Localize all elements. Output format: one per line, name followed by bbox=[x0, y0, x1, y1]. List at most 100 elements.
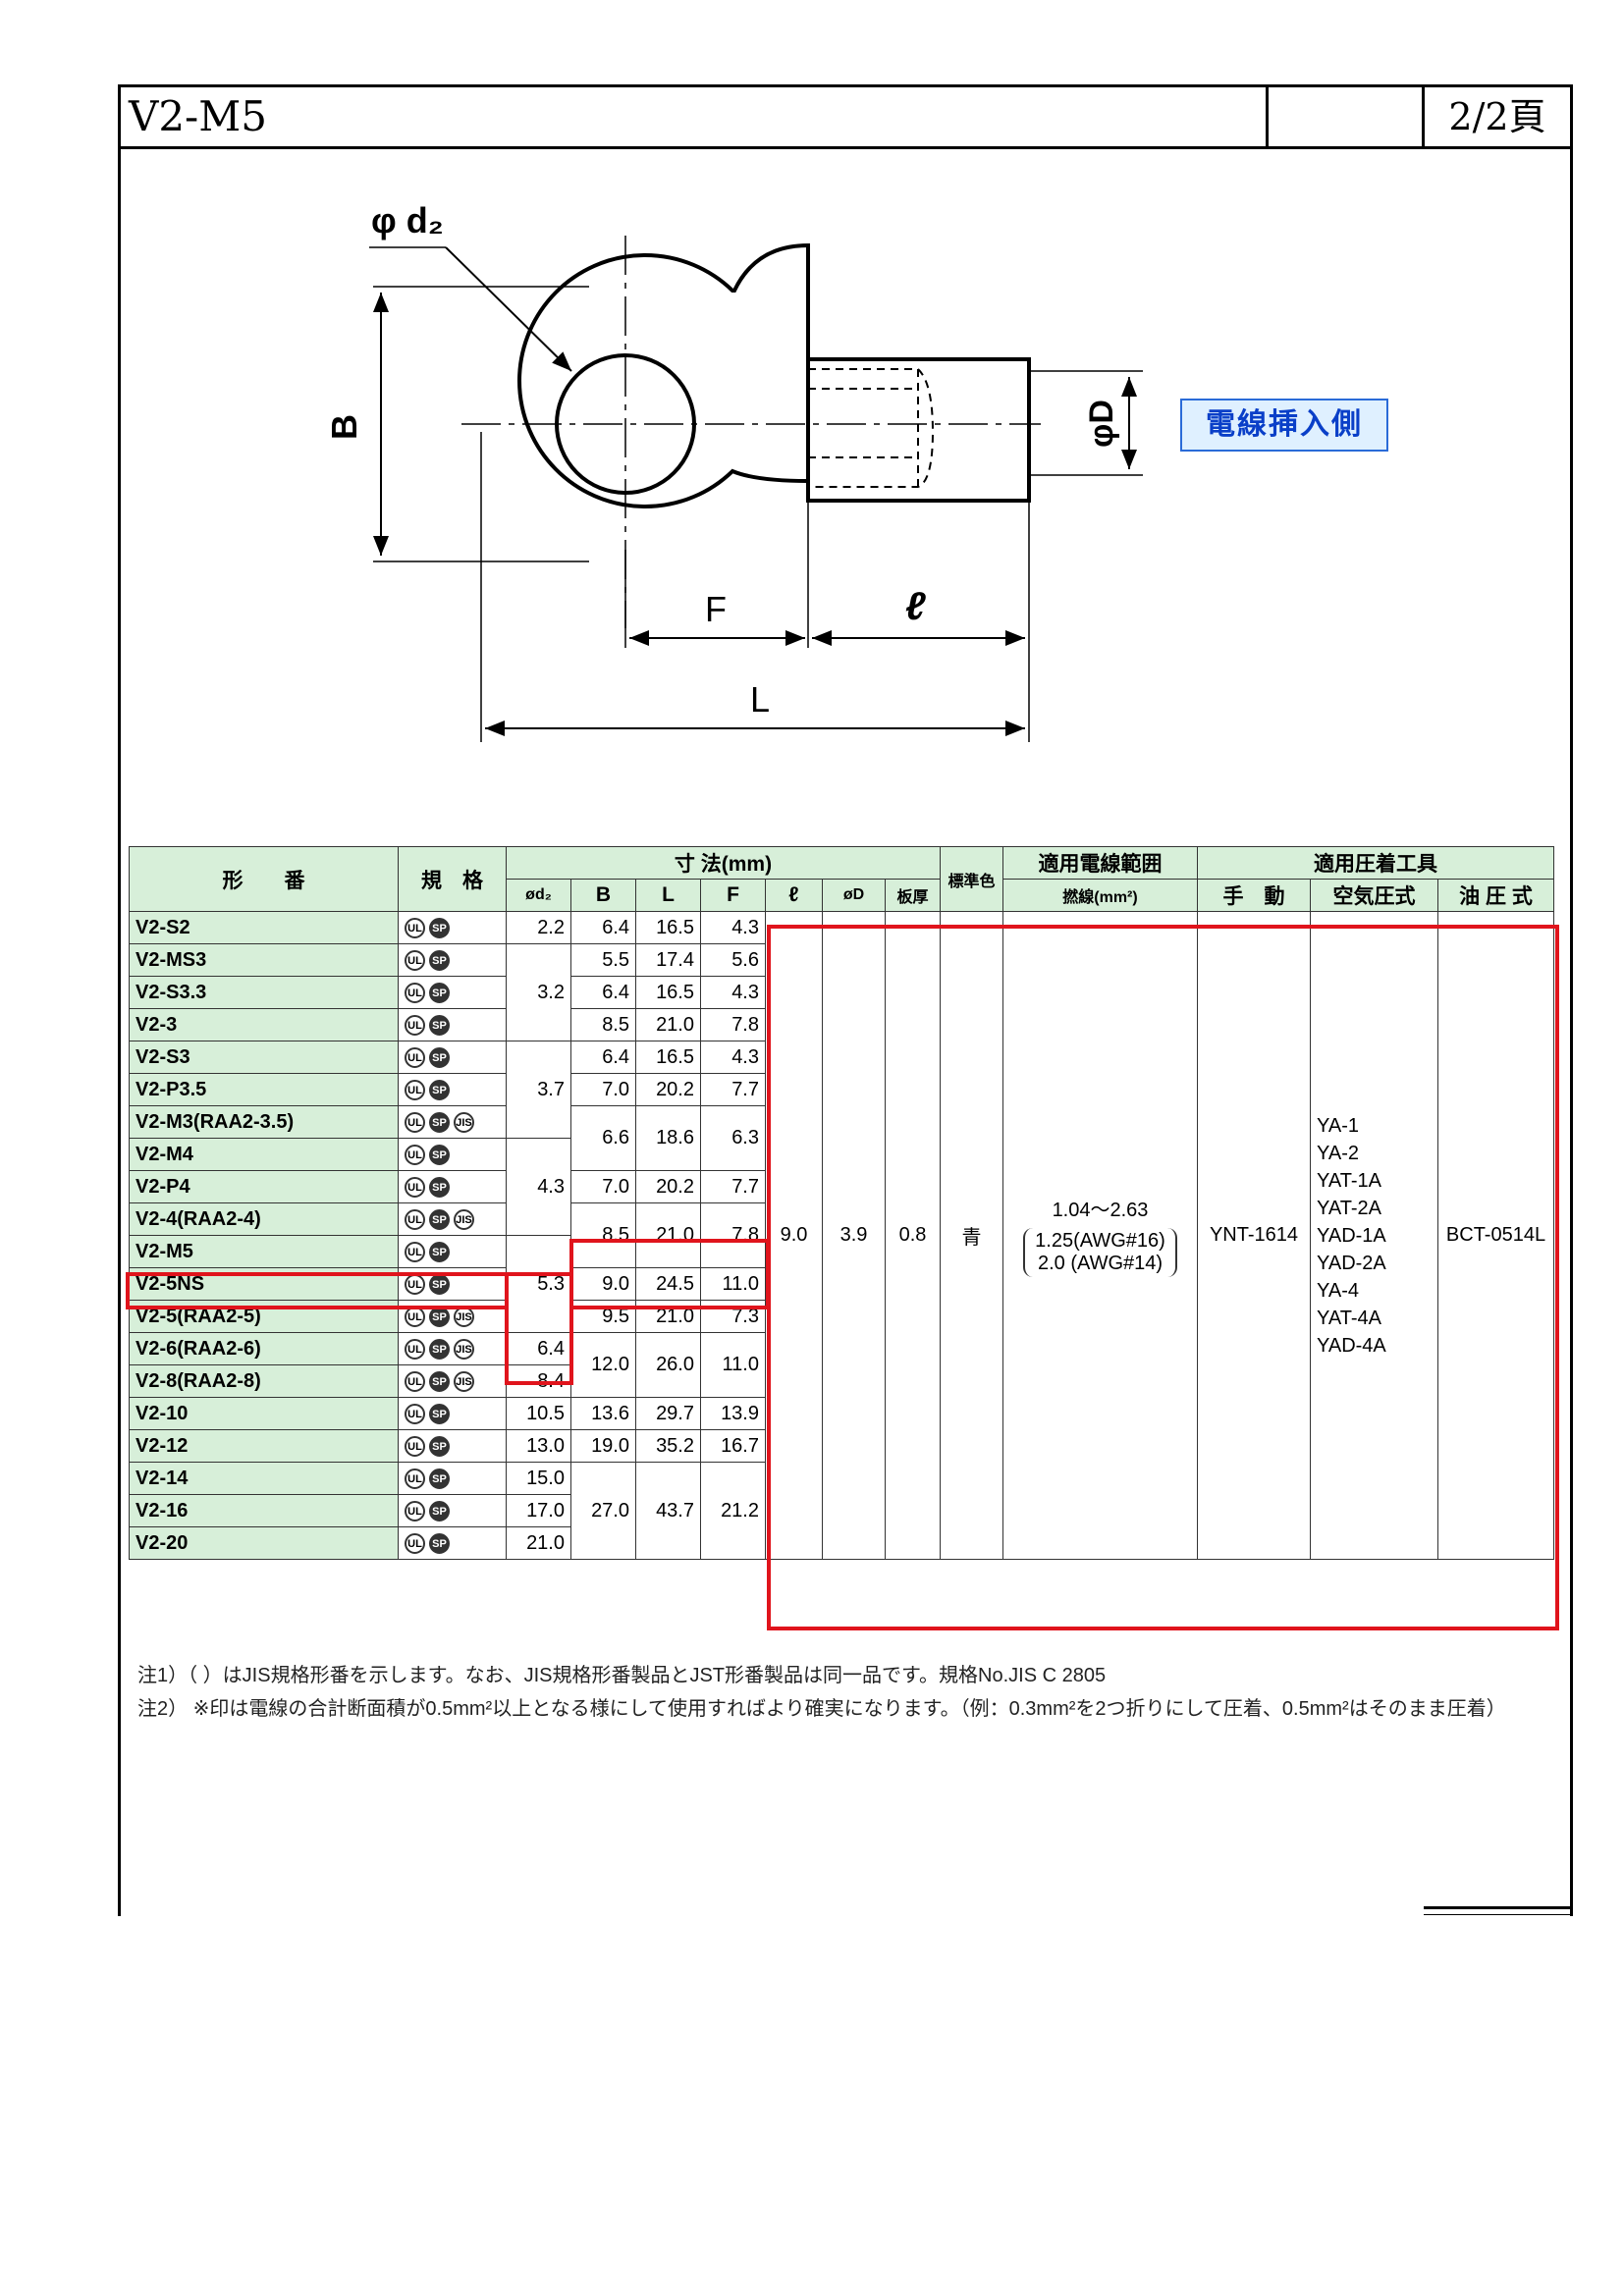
air-tool-item: YAD-1A bbox=[1317, 1224, 1386, 1247]
ul-mark-icon: UL bbox=[405, 1468, 425, 1489]
d2-value: 2.2 bbox=[506, 911, 571, 944]
wire-awg-16: 1.25(AWG#16) bbox=[1035, 1230, 1165, 1252]
F-value: 7.7 bbox=[700, 1170, 766, 1203]
wire-awg-bracket: 1.25(AWG#16)2.0 (AWG#14) bbox=[1023, 1228, 1177, 1277]
L-value: 24.5 bbox=[635, 1267, 701, 1301]
D-value: 3.9 bbox=[822, 911, 886, 1560]
model-name: V2-MS3 bbox=[129, 943, 399, 977]
jis-mark-icon: JIS bbox=[454, 1111, 474, 1133]
L-value: 26.0 bbox=[635, 1332, 701, 1398]
ul-mark-icon: UL bbox=[405, 1403, 425, 1424]
F-value: 6.3 bbox=[700, 1105, 766, 1171]
F-value: 7.8 bbox=[700, 1008, 766, 1041]
B-value: 6.4 bbox=[570, 911, 636, 944]
ul-mark-icon: UL bbox=[405, 1435, 425, 1457]
model-name: V2-16 bbox=[129, 1494, 399, 1527]
F-value: 4.3 bbox=[700, 1041, 766, 1074]
B-value: 13.6 bbox=[570, 1397, 636, 1430]
model-name: V2-P3.5 bbox=[129, 1073, 399, 1106]
air-tool-item: YAT-2A bbox=[1317, 1197, 1381, 1219]
col-standard: 規 格 bbox=[398, 846, 507, 912]
air-tool-item: YA-2 bbox=[1317, 1142, 1359, 1164]
model-name: V2-M3(RAA2-3.5) bbox=[129, 1105, 399, 1139]
B-value: 6.6 bbox=[570, 1105, 636, 1171]
d2-value: 3.7 bbox=[506, 1041, 571, 1139]
model-name: V2-8(RAA2-8) bbox=[129, 1364, 399, 1398]
label-phi-D: φD bbox=[1082, 400, 1120, 448]
oil-tool: BCT-0514L bbox=[1437, 911, 1554, 1560]
L-value: 16.5 bbox=[635, 911, 701, 944]
sp-mark-icon: SP bbox=[429, 1468, 450, 1489]
F-value: 7.7 bbox=[700, 1073, 766, 1106]
col-thick: 板厚 bbox=[885, 879, 941, 912]
ul-mark-icon: UL bbox=[405, 1046, 425, 1068]
F-value: 13.9 bbox=[700, 1397, 766, 1430]
label-B: B bbox=[324, 414, 364, 440]
model-name: V2-12 bbox=[129, 1429, 399, 1463]
sp-mark-icon: SP bbox=[429, 1435, 450, 1457]
sp-mark-icon: SP bbox=[429, 917, 450, 938]
sp-mark-icon: SP bbox=[429, 1273, 450, 1295]
F-value: 11.0 bbox=[700, 1332, 766, 1398]
L-value: 21.0 bbox=[635, 1008, 701, 1041]
wire-range-mm2: 1.04〜2.63 bbox=[1052, 1200, 1149, 1221]
sp-mark-icon: SP bbox=[429, 982, 450, 1003]
model-name: V2-10 bbox=[129, 1397, 399, 1430]
sp-mark-icon: SP bbox=[429, 1176, 450, 1198]
ul-mark-icon: UL bbox=[405, 1144, 425, 1165]
L-value: 43.7 bbox=[635, 1462, 701, 1560]
sp-mark-icon: SP bbox=[429, 1500, 450, 1522]
highlight-dims-v2-m5 bbox=[569, 1239, 770, 1309]
col-manual: 手 動 bbox=[1197, 879, 1311, 912]
B-value: 27.0 bbox=[570, 1462, 636, 1560]
color-value: 青 bbox=[940, 911, 1003, 1560]
B-value: 8.5 bbox=[570, 1202, 636, 1268]
B-value: 9.0 bbox=[570, 1267, 636, 1301]
model-name: V2-M4 bbox=[129, 1138, 399, 1171]
end-rule-thin bbox=[1424, 1914, 1573, 1915]
end-rule bbox=[1424, 1906, 1573, 1909]
L-value: 16.5 bbox=[635, 1041, 701, 1074]
col-D: øD bbox=[822, 879, 886, 912]
highlight-row-v2-m5 bbox=[126, 1272, 509, 1309]
highlight-d2-5.3 bbox=[505, 1272, 573, 1385]
col-dims: 寸 法(mm) bbox=[506, 846, 941, 880]
L-value: 21.0 bbox=[635, 1202, 701, 1268]
label-ell: ℓ bbox=[905, 585, 926, 628]
jis-mark-icon: JIS bbox=[454, 1208, 474, 1230]
wire-awg-14: 2.0 (AWG#14) bbox=[1037, 1253, 1164, 1274]
model-name: V2-P4 bbox=[129, 1170, 399, 1203]
manual-tool: YNT-1614 bbox=[1197, 911, 1311, 1560]
label-phi-d2: φ d₂ bbox=[371, 200, 444, 240]
col-wire: 適用電線範囲 bbox=[1002, 846, 1198, 880]
air-tool-item: YAT-1A bbox=[1317, 1169, 1381, 1192]
ul-mark-icon: UL bbox=[405, 1176, 425, 1198]
ul-mark-icon: UL bbox=[405, 982, 425, 1003]
L-value: 35.2 bbox=[635, 1429, 701, 1463]
L-value: 20.2 bbox=[635, 1170, 701, 1203]
note-1: 注1）（ ）はJIS規格形番を示します。なお、JIS規格形番製品とJST形番製品… bbox=[137, 1665, 1107, 1686]
d2-value: 4.3 bbox=[506, 1138, 571, 1236]
page-number: 2/2頁 bbox=[1422, 87, 1570, 146]
model-name: V2-6(RAA2-6) bbox=[129, 1332, 399, 1365]
